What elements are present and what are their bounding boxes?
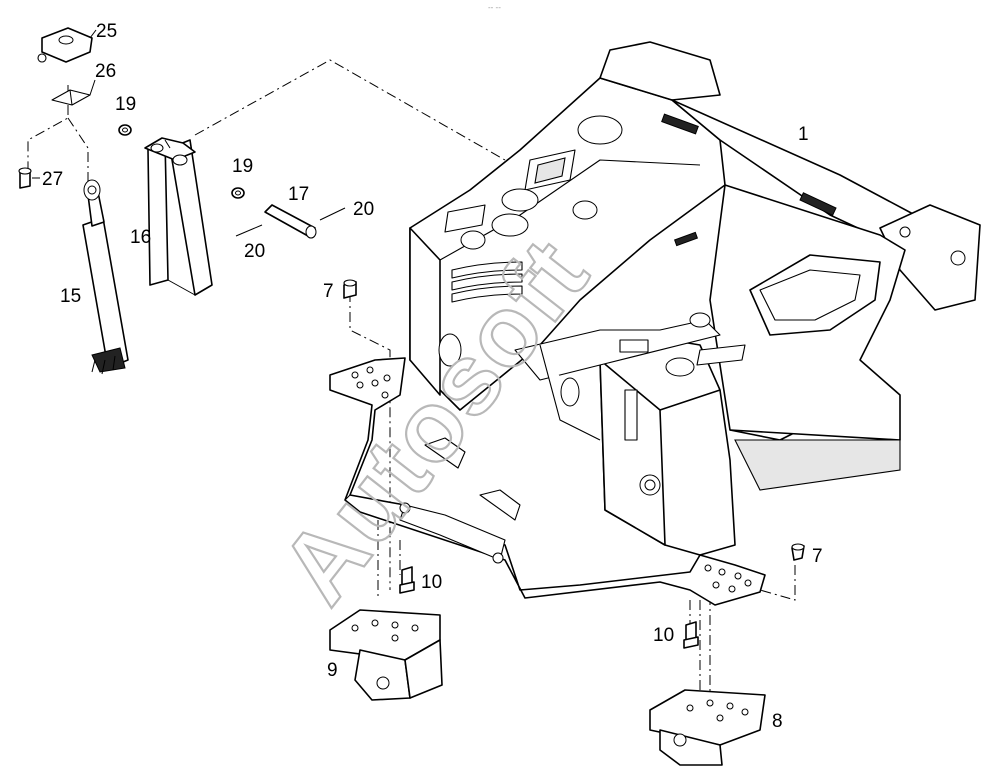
callout-20: 20: [353, 199, 374, 220]
callout-7: 7: [323, 281, 334, 302]
retaining-plate: [51, 89, 91, 106]
callout-8: 8: [772, 711, 783, 732]
weld-lug: [424, 437, 466, 469]
callout-17: 17: [288, 184, 309, 205]
callout-7: 7: [812, 546, 823, 567]
callout-10: 10: [653, 625, 674, 646]
callout-labels: 1 7 7 8 9 10 10 15 16 17 19 19 20 20 25 …: [42, 21, 823, 732]
callout-19: 19: [115, 94, 136, 115]
weld-lug: [479, 489, 521, 521]
mounting-bracket: [144, 137, 213, 296]
recess-panel: [696, 344, 746, 366]
recess-panel: [534, 157, 566, 184]
recess-panel: [619, 339, 649, 353]
round-opening: [491, 213, 529, 237]
callout-20: 20: [244, 241, 265, 262]
assembly-lines: [27, 59, 796, 700]
round-opening: [577, 115, 623, 145]
rating-plate: [673, 231, 699, 247]
callout-10: 10: [421, 572, 442, 593]
engine-mount-left: [329, 609, 443, 701]
rating-plate: [661, 113, 699, 135]
slot-plate: [624, 389, 638, 441]
callout-16: 16: [130, 227, 151, 248]
main-frame: [409, 41, 981, 556]
mount-hole: [644, 479, 656, 491]
callout-9: 9: [327, 660, 338, 681]
round-opening: [665, 357, 695, 377]
callout-26: 26: [95, 61, 116, 82]
callout-1: 1: [798, 124, 809, 145]
callout-27: 27: [42, 169, 63, 190]
plugs: [343, 279, 805, 561]
callout-15: 15: [60, 286, 81, 307]
bolts-10: [399, 566, 699, 649]
round-opening: [501, 188, 539, 212]
round-opening: [460, 230, 486, 250]
vent-slots: [451, 261, 523, 303]
round-opening: [572, 200, 598, 220]
rating-plate: [799, 192, 837, 216]
pin: [264, 204, 317, 239]
round-opening: [689, 312, 711, 328]
callout-19: 19: [232, 156, 253, 177]
washers: [118, 124, 245, 199]
leader-lines: [32, 29, 97, 179]
watermark-top-text: -- --: [488, 3, 501, 12]
side-port: [438, 333, 462, 367]
mount-hole: [899, 226, 911, 238]
engine-mount-right: [649, 689, 766, 766]
bolt-27: [18, 167, 32, 189]
side-port: [560, 377, 580, 407]
mount-hole: [950, 250, 966, 266]
callout-25: 25: [96, 21, 117, 42]
hydraulic-cylinder: [82, 179, 129, 375]
recess-panel: [444, 204, 486, 233]
cotter-pins: [235, 207, 346, 237]
clamp-block: [37, 27, 93, 63]
bottom-plate: [329, 357, 766, 606]
